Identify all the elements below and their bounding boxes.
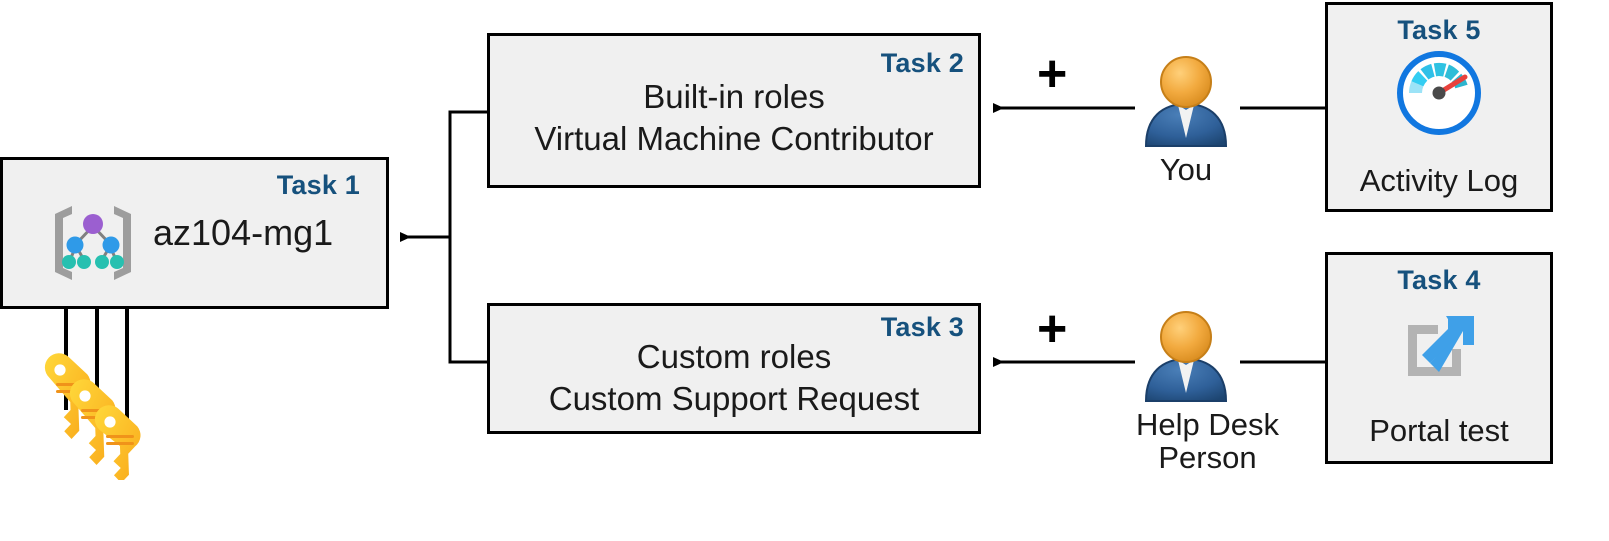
user-icon (1144, 56, 1228, 147)
task3-line1: Custom roles (636, 338, 832, 375)
task3-tag: Task 3 (880, 312, 964, 342)
plus-operator-top: + (1037, 45, 1068, 103)
management-group-icon (55, 206, 131, 280)
node-task1[interactable]: Task 1 az104-mg1 (0, 157, 389, 309)
task2-tag: Task 2 (880, 48, 964, 78)
task5-tag: Task 5 (1397, 15, 1481, 45)
gauge-icon (1397, 51, 1481, 135)
person-you[interactable]: You (1136, 52, 1236, 186)
task2-line1: Built-in roles (643, 78, 825, 115)
node-task5[interactable]: Task 5 Activity Log (1325, 2, 1553, 212)
person-helpdesk[interactable]: Help Desk Person (1136, 307, 1279, 475)
person-you-label: You (1159, 152, 1213, 187)
task2-line2: Virtual Machine Contributor (534, 120, 934, 158)
keys-icon (44, 353, 141, 480)
node-task3[interactable]: Task 3 Custom roles Custom Support Reque… (487, 303, 981, 434)
plus-operator-bottom: + (1037, 300, 1068, 358)
task1-label: az104-mg1 (153, 212, 334, 253)
task5-label: Activity Log (1359, 163, 1519, 198)
person-helpdesk-label: Help Desk Person (1136, 407, 1279, 476)
task3-label: Custom roles Custom Support Request (490, 336, 978, 420)
task4-tag: Task 4 (1397, 265, 1481, 295)
external-link-icon (1408, 316, 1474, 376)
bracket-connector (400, 110, 487, 364)
node-task4[interactable]: Task 4 Portal test (1325, 252, 1553, 464)
key-3 (94, 405, 141, 480)
user-icon (1144, 311, 1228, 402)
task1-tag: Task 1 (276, 170, 360, 200)
task4-label: Portal test (1369, 413, 1509, 448)
node-task2[interactable]: Task 2 Built-in roles Virtual Machine Co… (487, 33, 981, 188)
task2-label: Built-in roles Virtual Machine Contribut… (490, 76, 978, 160)
task3-line2: Custom Support Request (548, 380, 920, 418)
